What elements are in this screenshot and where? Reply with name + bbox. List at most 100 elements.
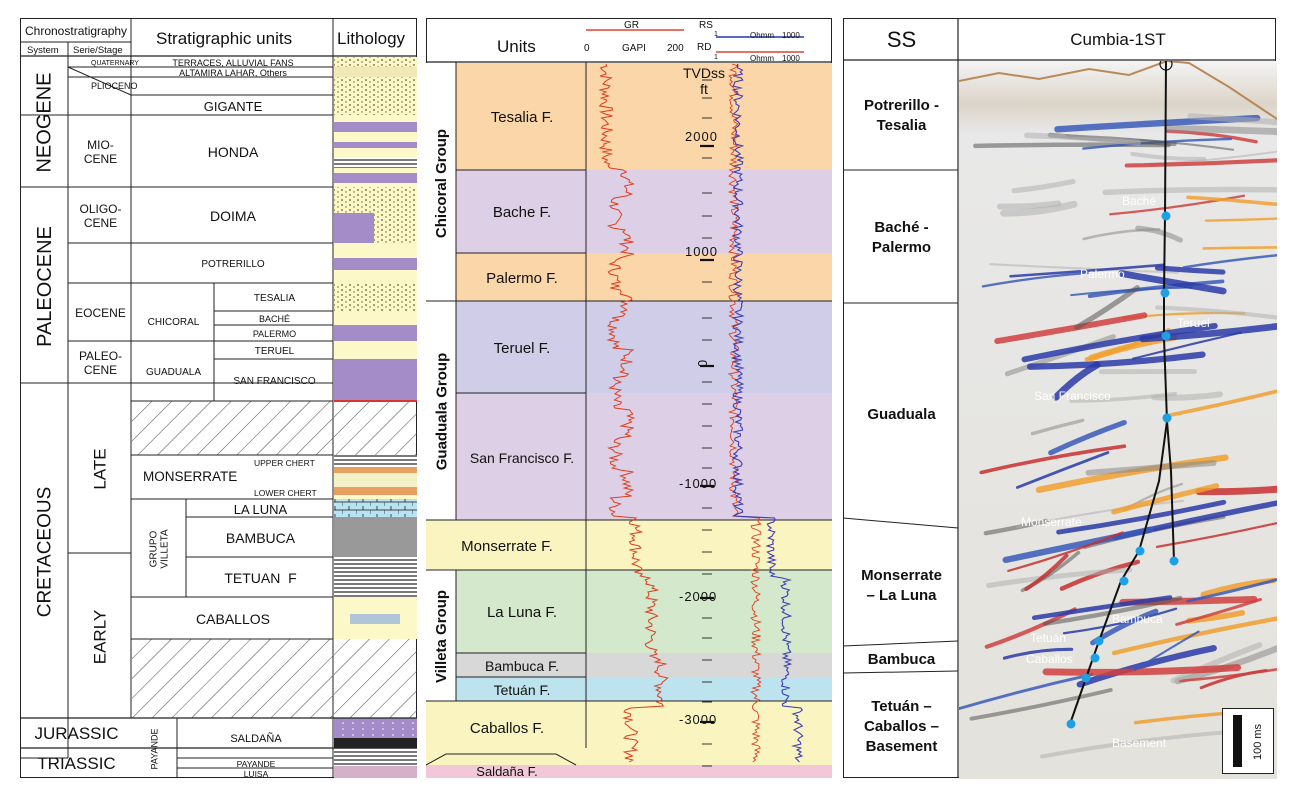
rd-unit: Ohmm: [750, 54, 774, 63]
ss-header: SS: [886, 27, 917, 52]
depth-0: 0: [695, 359, 711, 368]
unit-san-francisco: SAN FRANCISCO: [233, 375, 316, 387]
group-chicoral: CHICORAL: [147, 316, 200, 328]
well-log-panel: Units GR 0 GAPI 200 RS RD 1 Ohmm 1000 1 …: [426, 18, 832, 779]
formation-la-luna: La Luna F.: [486, 604, 558, 621]
interval-potrerillo: Potrerillo - Tesalia: [863, 97, 939, 134]
depth-neg2000: -2000: [679, 589, 718, 604]
unit-potrerillo: POTRERILLO: [201, 258, 265, 270]
series-quaternary: QUATERNARY: [91, 60, 139, 67]
time-scale-box: 100 ms: [1222, 708, 1274, 774]
system-cretaceous: CRETACEOUS: [34, 486, 55, 617]
unit-terraces: TERRACES, ALLUVIAL FANS: [172, 58, 294, 68]
rs-min: 1: [714, 31, 718, 38]
formation-palermo: Palermo F.: [486, 269, 558, 287]
horizon-basement: Basement: [1112, 736, 1167, 750]
group-grupo-villeta: GRUPO VILLETA: [148, 529, 171, 569]
horizon-caballos: Caballos: [1026, 652, 1073, 666]
interval-tetuan: Tetuán – Caballos – Basement: [863, 697, 940, 755]
unit-upper-chert: UPPER CHERT: [254, 458, 315, 468]
horizon-tetuan: Tetuán: [1030, 631, 1067, 645]
interval-monserrate: Monserrate – La Luna: [861, 567, 942, 604]
seismic-image: [959, 61, 1277, 779]
horizon-san-francisco: San Francisco: [1034, 389, 1111, 403]
lithology-header: Lithology: [337, 29, 406, 48]
system-neogene: NEOGENE: [33, 72, 56, 173]
horizon-monserrate: Monserrate: [1021, 515, 1082, 529]
system-jurassic: JURASSIC: [34, 724, 119, 743]
time-scale-bar: [1233, 715, 1242, 767]
series-eocene: EOCENE: [75, 306, 126, 320]
gr-max: 200: [667, 43, 684, 54]
rd-label: RD: [697, 42, 712, 53]
horizon-palermo: Palermo: [1080, 267, 1125, 281]
interval-guaduala: Guaduala: [867, 405, 936, 423]
seismic-section-panel: SS Cumbia-1ST Potrerillo - Tesalia Baché…: [843, 18, 1277, 779]
unit-tesalia: TESALIA: [253, 292, 296, 304]
depth-neg3000: -3000: [679, 712, 718, 727]
horizon-teruel: Teruel: [1177, 316, 1210, 330]
series-oligocene: OLIGO- CENE: [79, 202, 122, 230]
serie-stage-header: Serie/Stage: [73, 45, 123, 56]
depth-1000: 1000: [685, 244, 718, 259]
gr-label: GR: [624, 20, 639, 31]
formation-bambuca: Bambuca F.: [485, 658, 559, 674]
rs-label: RS: [699, 20, 713, 31]
horizon-bambuca: Bambuca: [1112, 612, 1163, 626]
time-scale-label: 100 ms: [1252, 723, 1265, 761]
formation-saldana: Saldaña F.: [476, 764, 538, 779]
stratigraphic-column-panel: Chronostratigraphy System Serie/Stage St…: [20, 18, 417, 779]
series-late: LATE: [90, 448, 110, 490]
system-header: System: [27, 45, 59, 56]
group-villeta-label: Villeta Group: [433, 589, 451, 684]
formation-monserrate: Monserrate F.: [461, 537, 553, 555]
unit-altamira: ALTAMIRA LAHAR, Others: [179, 68, 287, 78]
depth-neg1000: -1000: [679, 476, 718, 491]
rs-max: 1000: [782, 31, 800, 40]
series-paleocene: PALEO- CENE: [78, 349, 123, 377]
group-chicoral-label: Chicoral Group: [433, 128, 451, 238]
unit-palermo: PALERMO: [252, 329, 297, 339]
formation-san-francisco: San Francisco F.: [469, 449, 575, 466]
unit-la-luna: LA LUNA: [233, 501, 288, 517]
horizon-bache: Baché: [1122, 194, 1157, 208]
chronostratigraphy-header: Chronostratigraphy: [25, 24, 128, 38]
group-payande: PAYANDE: [149, 728, 160, 770]
well-name: Cumbia-1ST: [1070, 30, 1166, 49]
depth-2000: 2000: [685, 129, 718, 144]
system-paleocene: PALEOCENE: [33, 225, 56, 347]
stratigraphic-units-header: Stratigraphic units: [156, 29, 293, 48]
seismic-frame-lines: [843, 18, 1276, 778]
system-triassic: TRIASSIC: [37, 754, 116, 773]
gr-unit: GAPI: [622, 43, 646, 54]
unit-saldana: SALDAÑA: [230, 733, 282, 745]
unit-luisa: LUISA: [243, 769, 269, 779]
formation-tesalia: Tesalia F.: [490, 109, 554, 126]
series-miocene: MIO- CENE: [83, 138, 118, 166]
formation-caballos: Caballos F.: [469, 720, 545, 737]
group-guaduala: GUADUALA: [145, 366, 201, 378]
well-log-graphics: [426, 29, 832, 778]
unit-lower-chert: LOWER CHERT: [254, 488, 317, 498]
rd-min: 1: [714, 54, 718, 61]
tvd-label: TVDss ft: [683, 65, 725, 97]
series-early: EARLY: [90, 609, 110, 664]
gr-min: 0: [584, 43, 590, 54]
rs-unit: Ohmm: [750, 31, 774, 40]
series-plioceno: PLIOCENO: [91, 81, 138, 91]
unit-caballos: CABALLOS: [196, 611, 270, 627]
formation-teruel: Teruel F.: [493, 339, 551, 357]
strat-grid-lines: [20, 18, 417, 778]
unit-bambuca: BAMBUCA: [225, 530, 296, 546]
unit-bache: BACHÉ: [258, 314, 290, 324]
unit-doima: DOIMA: [210, 208, 256, 224]
unit-honda: HONDA: [207, 144, 259, 160]
units-header: Units: [497, 37, 536, 56]
formation-bache: Bache F.: [492, 204, 552, 221]
group-guaduala-label: Guaduala Group: [433, 352, 451, 471]
unit-payande: PAYANDE: [236, 759, 276, 769]
interval-bambuca: Bambuca: [867, 650, 936, 668]
unit-tetuan: TETUAN F: [224, 570, 297, 586]
unit-monserrate: MONSERRATE: [143, 469, 238, 484]
unit-teruel: TERUEL: [254, 345, 295, 357]
